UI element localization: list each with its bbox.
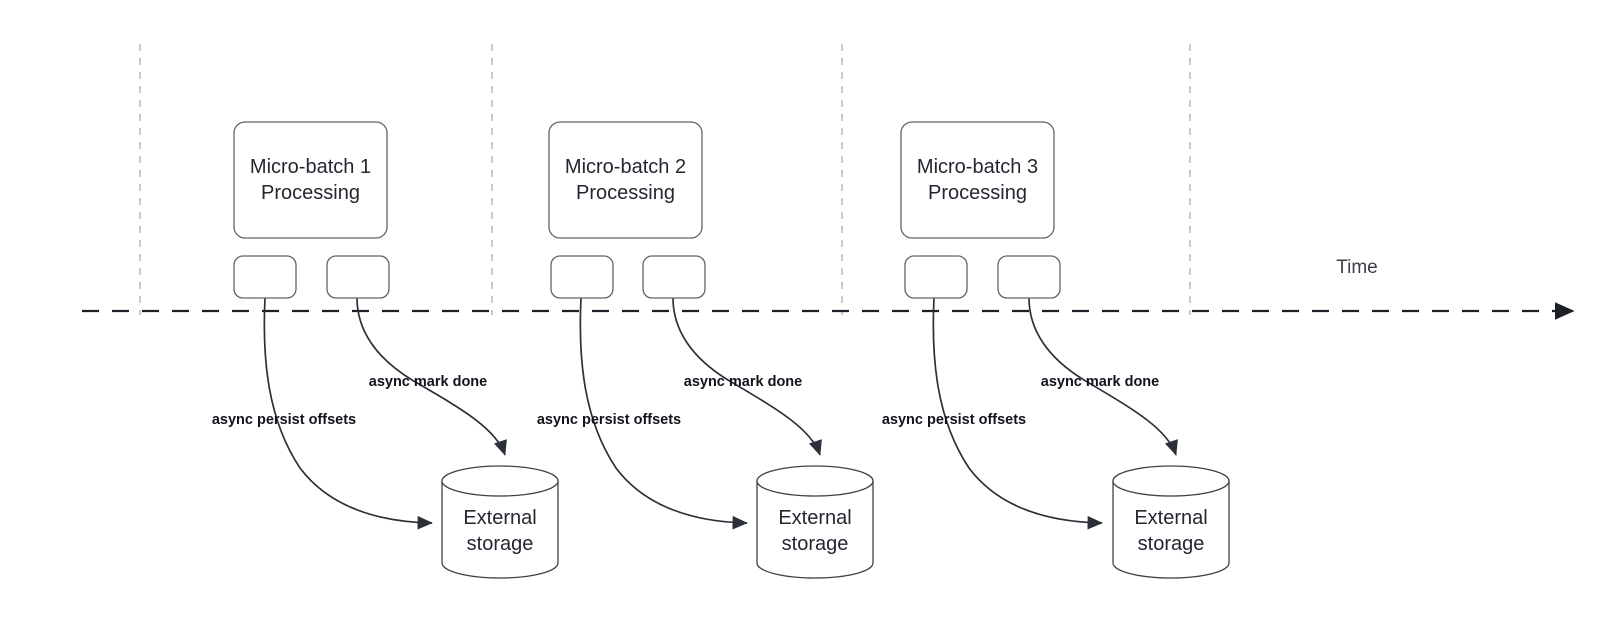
micro-batch-box-2[interactable] (548, 121, 703, 239)
external-storage-label-line2-3: storage (1138, 533, 1205, 555)
time-axis-label: Time (1336, 257, 1378, 278)
external-storage-cylinder-body-1[interactable] (441, 480, 559, 579)
micro-batch-label-line1-1: Micro-batch 1 (250, 156, 371, 178)
micro-batch-label-line2-3: Processing (928, 182, 1027, 204)
micro-batch-label-line1-3: Micro-batch 3 (917, 156, 1038, 178)
task-box-3b[interactable] (997, 255, 1061, 299)
time-axis: Time (82, 257, 1575, 320)
external-storage-label-line2-1: storage (467, 533, 534, 555)
task-box-2b[interactable] (642, 255, 706, 299)
external-storage-cylinder-body-3[interactable] (1112, 480, 1230, 579)
external-storage-cylinder-top-3[interactable] (1112, 465, 1230, 497)
async-mark-done-edge-1-label: async mark done (369, 374, 487, 390)
task-box-1b[interactable] (326, 255, 390, 299)
external-storage-cylinder-body-2[interactable] (756, 480, 874, 579)
async-mark-done-edge-2 (672, 297, 822, 456)
micro-batch-label-line2-1: Processing (261, 182, 360, 204)
external-storage-label-line1-1: External (463, 507, 536, 529)
async-persist-offsets-edge-3-label: async persist offsets (882, 412, 1026, 428)
async-mark-done-edge-3 (1028, 297, 1178, 456)
batch-boundary-guides (139, 44, 1191, 315)
external-storage-cylinder-top-1[interactable] (441, 465, 559, 497)
external-storage-cylinder-top-2[interactable] (756, 465, 874, 497)
task-box-2a[interactable] (550, 255, 614, 299)
task-box-1a[interactable] (233, 255, 297, 299)
async-persist-offsets-edge-2 (579, 297, 748, 530)
external-storage-label-line1-3: External (1134, 507, 1207, 529)
micro-batch-label-line2-2: Processing (576, 182, 675, 204)
async-persist-offsets-edge-3 (932, 297, 1103, 530)
micro-batch-box-3[interactable] (900, 121, 1055, 239)
external-storage-label-line2-2: storage (782, 533, 849, 555)
async-mark-done-edge-1 (356, 297, 507, 456)
micro-batch-label-line1-2: Micro-batch 2 (565, 156, 686, 178)
async-persist-offsets-edge-1 (263, 297, 433, 530)
async-persist-offsets-edge-2-label: async persist offsets (537, 412, 681, 428)
external-storage-label-line1-2: External (778, 507, 851, 529)
micro-batch-box-1[interactable] (233, 121, 388, 239)
task-box-3a[interactable] (904, 255, 968, 299)
async-mark-done-edge-2-label: async mark done (684, 374, 802, 390)
async-mark-done-edge-3-label: async mark done (1041, 374, 1159, 390)
async-persist-offsets-edge-1-label: async persist offsets (212, 412, 356, 428)
